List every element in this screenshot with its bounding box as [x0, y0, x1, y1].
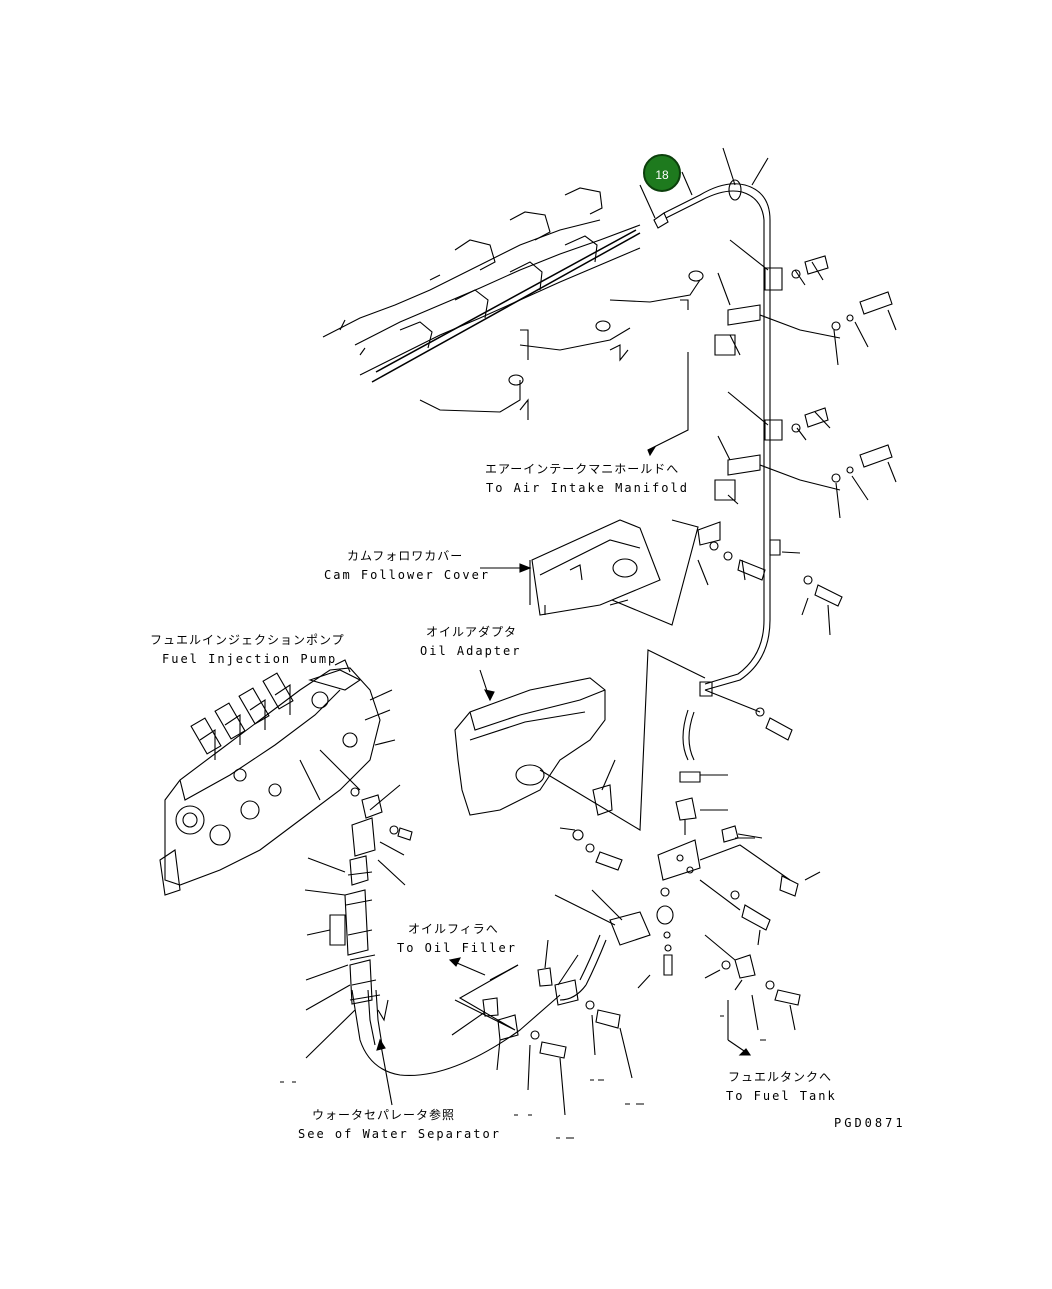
fuel-pump-label-jp: フュエルインジェクションポンプ [150, 633, 345, 647]
cam-cover-label-en: Cam Follower Cover [324, 568, 491, 582]
misc-marks [280, 1015, 766, 1139]
cylinder-head-assembly [322, 187, 704, 420]
fuel-pump-label-en: Fuel Injection Pump [162, 652, 338, 666]
lower-left-fittings [351, 939, 633, 1116]
air-intake-label-jp: エアーインテークマニホールドへ [485, 462, 680, 476]
drawing-code: PGD0871 [834, 1116, 906, 1130]
leader-lines-upper [639, 147, 897, 519]
oil-filler-label-en: To Oil Filler [397, 941, 517, 955]
water-separator-label-jp: ウォータセパレータ参照 [312, 1108, 456, 1122]
cam-follower-cover [480, 519, 843, 636]
air-intake-label-en: To Air Intake Manifold [486, 481, 689, 495]
oil-adapter-label-jp: オイルアダプタ [426, 625, 518, 639]
oil-adapter-label-en: Oil Adapter [420, 644, 522, 658]
water-separator-label-en: See of Water Separator [298, 1127, 501, 1141]
fuel-injection-pump [159, 659, 396, 896]
oil-adapter [454, 649, 706, 871]
pipe-clamp-upper [714, 255, 893, 501]
fuel-line-assembly [304, 784, 413, 1106]
pipe-junction [657, 681, 821, 946]
fuel-tank-label-en: To Fuel Tank [726, 1089, 837, 1103]
oil-pipe [653, 179, 771, 691]
oil-filler-label-jp: オイルフィラへ [408, 922, 499, 936]
lower-fittings [554, 889, 801, 1056]
callout-18[interactable]: 18 [643, 154, 681, 192]
fuel-tank-label-jp: フュエルタンクへ [728, 1070, 833, 1084]
cam-cover-label-jp: カムフォロワカバー [347, 549, 464, 563]
